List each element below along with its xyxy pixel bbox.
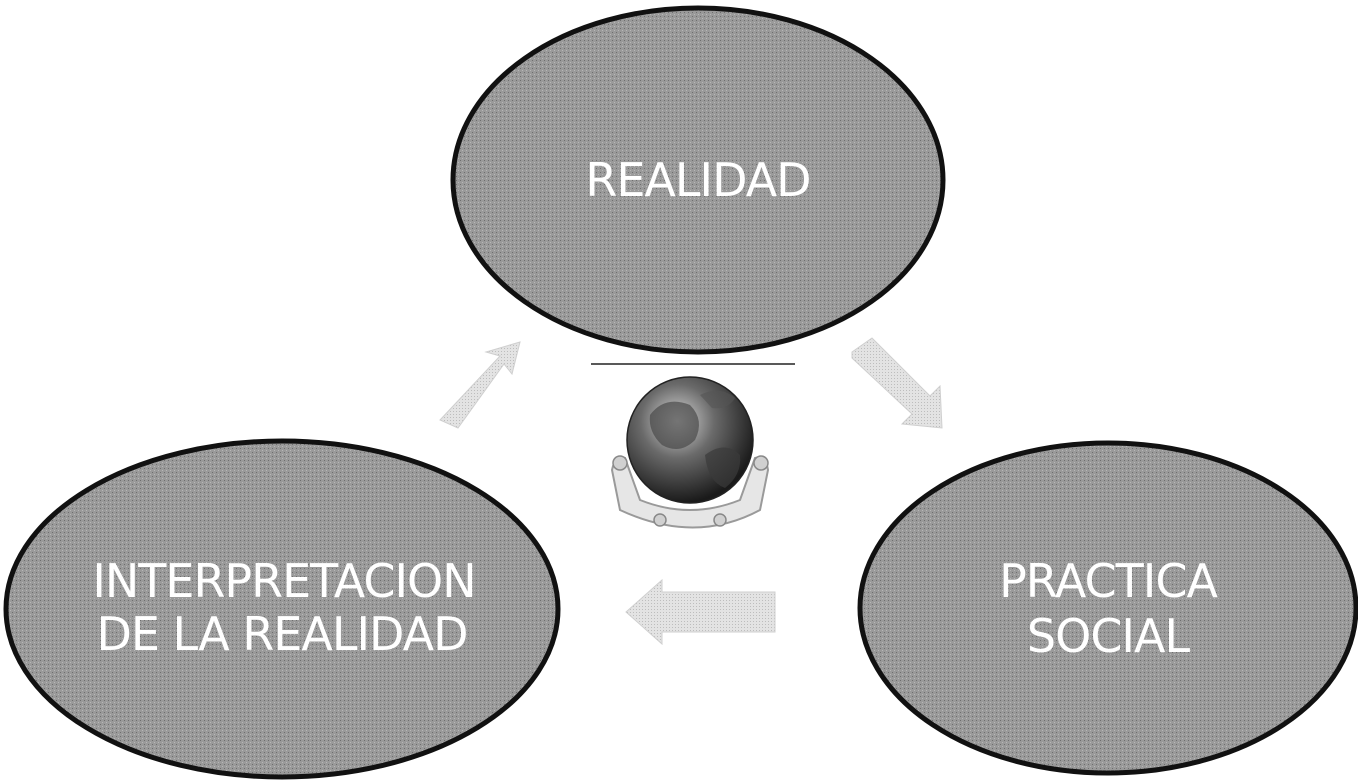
- globe-in-hands-icon: [610, 376, 770, 529]
- node-practica-social: PRACTICA SOCIAL: [857, 440, 1358, 776]
- node-label: DE LA REALIDAD: [96, 607, 467, 661]
- node-interpretacion: INTERPRETACION DE LA REALIDAD: [3, 438, 561, 780]
- arrow-top-to-right: [851, 337, 943, 429]
- node-realidad: REALIDAD: [450, 5, 946, 355]
- node-label: PRACTICA: [999, 554, 1218, 608]
- cycle-arrow-icon: [625, 578, 776, 646]
- cycle-arrow-icon: [851, 337, 943, 429]
- node-label: REALIDAD: [585, 153, 810, 207]
- arrow-right-to-left: [625, 578, 776, 646]
- node-label: SOCIAL: [1027, 609, 1191, 663]
- node-shape: [3, 438, 561, 780]
- node-label: INTERPRETACION: [92, 554, 475, 608]
- node-shape: [857, 440, 1358, 776]
- cycle-arrow-icon: [439, 341, 521, 429]
- node-shape: [450, 5, 946, 355]
- arrow-left-to-top: [439, 341, 521, 429]
